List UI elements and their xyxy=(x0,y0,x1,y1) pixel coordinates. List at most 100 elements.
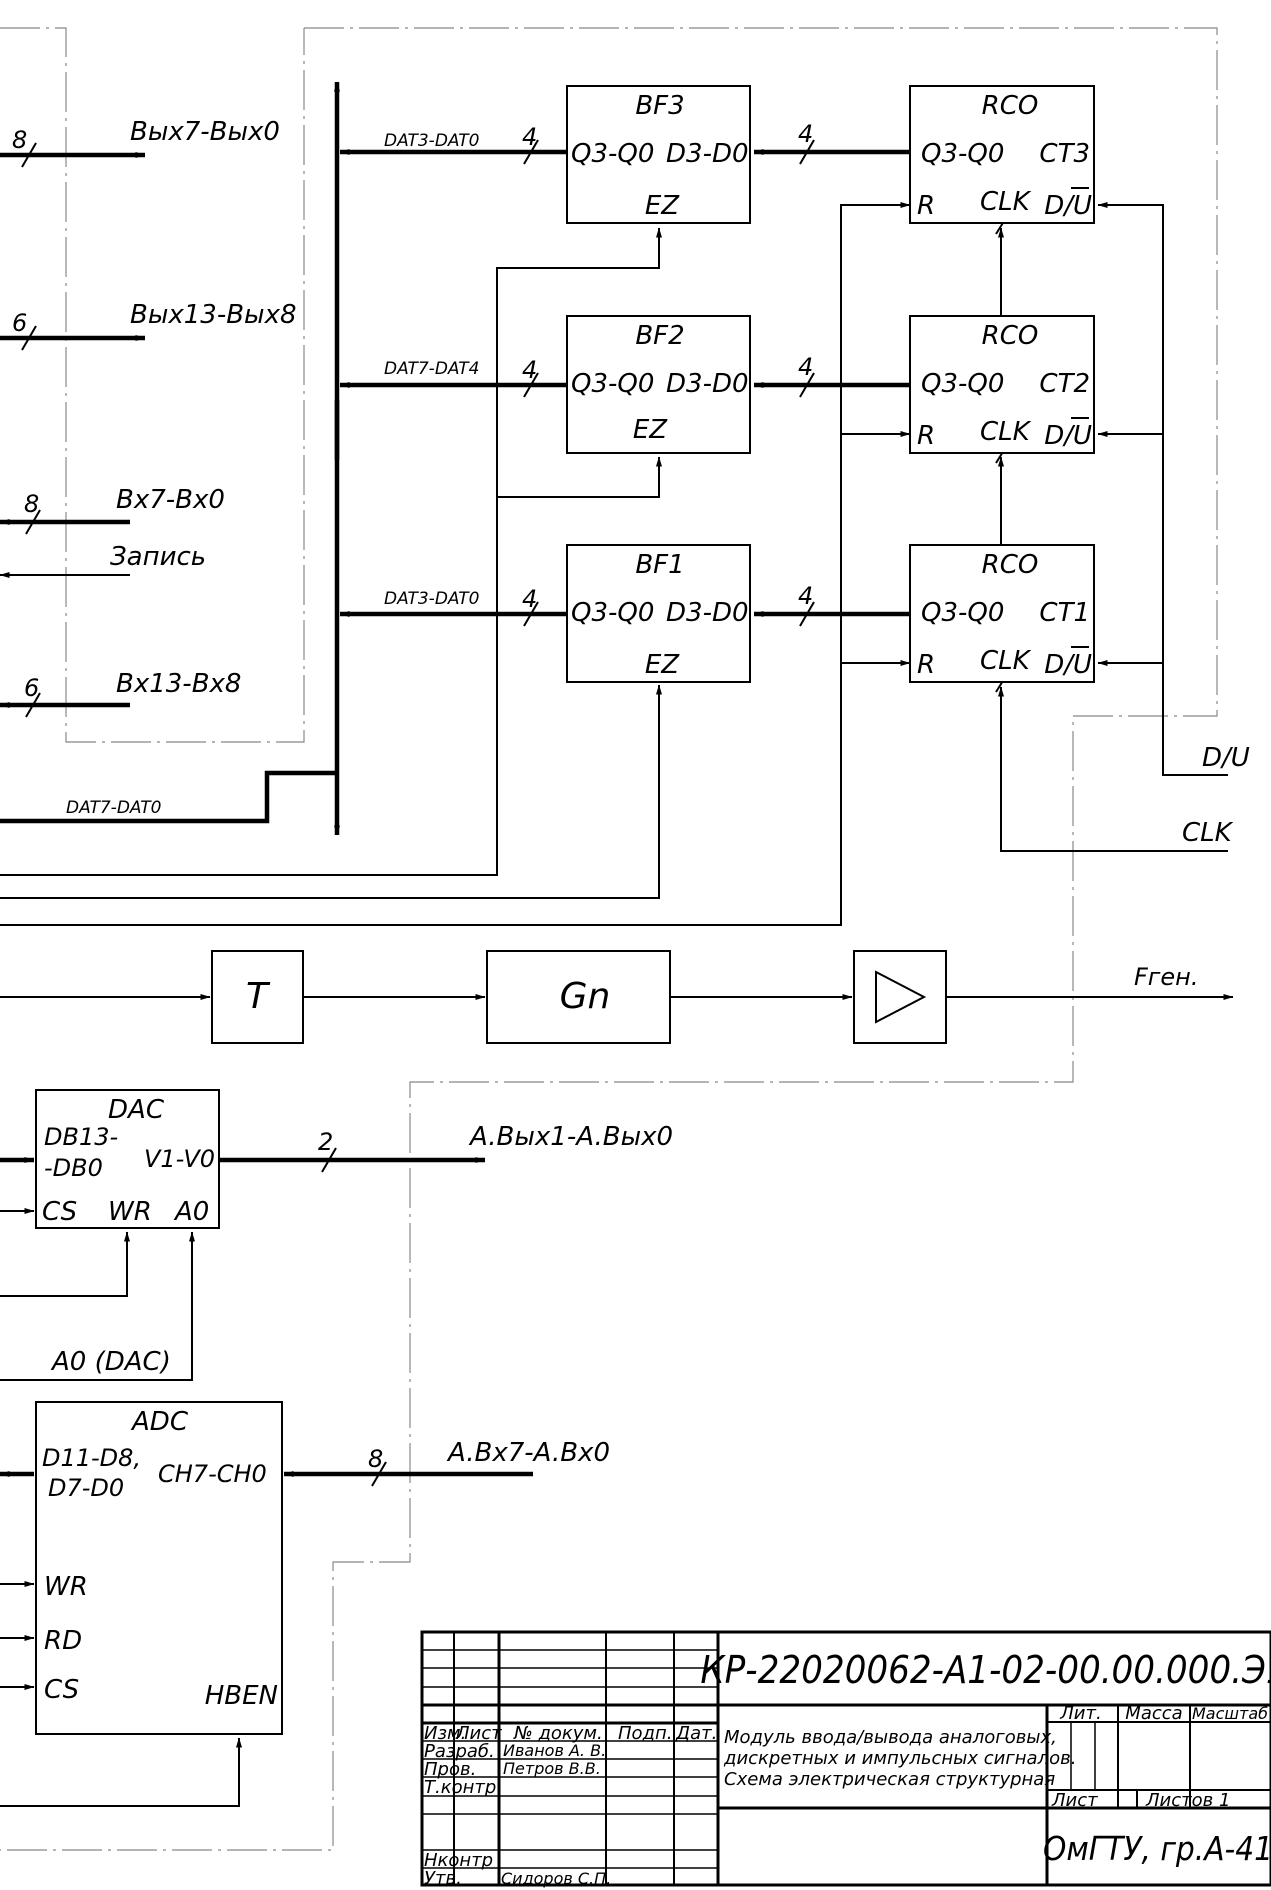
counter-blocks xyxy=(909,85,1095,683)
tb-r-utv-name: Сидоров С.П. xyxy=(501,1869,611,1888)
bus-to-bf1-tick xyxy=(523,601,539,627)
write-label: Запись xyxy=(110,542,206,572)
tb-r-tk: Т.контр xyxy=(424,1777,496,1798)
ct2-block xyxy=(909,315,1095,454)
adc-wr: WR xyxy=(44,1572,88,1602)
out13-label: Вых13-Вых8 xyxy=(130,300,297,330)
title-block-texts: КР-22020062-А1-02-00.00.000.Э1 Изм. Лист… xyxy=(424,1648,1271,1889)
dac-db1: DB13- xyxy=(44,1123,118,1151)
du-input-label: D/U xyxy=(1202,743,1250,773)
bf1-ez: EZ xyxy=(645,650,680,680)
tb-sheets: Листов 1 xyxy=(1145,1790,1230,1811)
dac-a0-label: A0 (DAC) xyxy=(50,1347,171,1377)
adc-block xyxy=(35,1401,283,1735)
tb-desc1: Модуль ввода/вывода аналоговых, xyxy=(724,1727,1057,1748)
ct1-q: Q3-Q0 xyxy=(921,598,1004,628)
adc-texts: ADC D11-D8, D7-D0 CH7-CH0 WR RD CS HBEN … xyxy=(42,1407,610,1711)
adc-title: ADC xyxy=(130,1407,189,1437)
ct1-tick xyxy=(799,601,815,627)
in7-label: Вх7-Вх0 xyxy=(116,485,225,515)
tb-h-date: Дат. xyxy=(675,1723,717,1744)
ct3-title: RCO xyxy=(982,91,1039,121)
dac-a0: A0 xyxy=(173,1197,209,1227)
ez-control-lines xyxy=(0,227,662,899)
counter-bus-labels: 4 4 4 xyxy=(798,120,813,610)
dac-wr: WR xyxy=(108,1197,152,1227)
ct3-r: R xyxy=(917,191,935,221)
ct1-block xyxy=(909,544,1095,683)
main-bus xyxy=(0,81,567,836)
tb-r-utv: Утв. xyxy=(424,1868,462,1889)
bf2-d: D3-D0 xyxy=(666,369,749,399)
out7-width: 8 xyxy=(12,126,27,154)
bf2-block xyxy=(566,315,751,454)
in13-tick xyxy=(25,692,41,718)
bf3-title: BF3 xyxy=(635,91,684,121)
right-input-labels: D/U CLK xyxy=(1182,743,1250,848)
bf3-q: Q3-Q0 xyxy=(571,139,654,169)
adc-in-width: 8 xyxy=(368,1445,383,1473)
ct2-ct: CT2 xyxy=(1039,369,1090,399)
ct2-tick xyxy=(799,372,815,398)
counter-texts: RCO Q3-Q0 CT3 R CLK D/U RCO Q3-Q0 CT2 R … xyxy=(917,91,1092,680)
tb-scale: Масштаб xyxy=(1192,1704,1268,1723)
ct3-block xyxy=(909,85,1095,224)
region-right-panel xyxy=(0,27,1218,1851)
dac-graphics xyxy=(0,1089,486,1381)
tb-r-dev-name: Иванов А. В. xyxy=(503,1741,606,1760)
adc-hben: HBEN xyxy=(205,1681,278,1711)
bf1-q: Q3-Q0 xyxy=(571,598,654,628)
main-bus-feed xyxy=(0,770,337,824)
adc-in-label: A.Вх7-A.Вх0 xyxy=(446,1438,610,1468)
bus-bf3-width: 4 xyxy=(522,123,537,151)
gen-out-label: Fген. xyxy=(1134,963,1199,991)
in13-label: Вх13-Вх8 xyxy=(116,669,241,699)
gn-block xyxy=(486,950,671,1044)
tb-r-nk: Нконтр xyxy=(424,1850,493,1871)
bf3-block xyxy=(566,85,751,224)
bus-bf1-label: DAT3-DAT0 xyxy=(384,589,480,609)
bus-main-label: DAT7-DAT0 xyxy=(66,798,162,818)
bus-bf2-width: 4 xyxy=(522,356,537,384)
dac-wr-line xyxy=(0,1231,130,1297)
out13-tick xyxy=(21,325,37,351)
tb-h-list: Лист xyxy=(455,1723,502,1744)
tb-org: ОмГТУ, гр.А-41 xyxy=(1043,1829,1271,1868)
dac-out-label: A.Вых1-A.Вых0 xyxy=(468,1122,673,1152)
left-io-labels: 8 Вых7-Вых0 6 Вых13-Вых8 8 Вх7-Вх0 Запис… xyxy=(12,117,297,702)
du-line xyxy=(1097,202,1228,776)
bf3-d: D3-D0 xyxy=(666,139,749,169)
dac-v: V1-V0 xyxy=(144,1145,215,1173)
dac-out-width: 2 xyxy=(318,1128,333,1156)
ct2-q: Q3-Q0 xyxy=(921,369,1004,399)
t-label: T xyxy=(246,976,271,1017)
dac-db2: -DB0 xyxy=(44,1154,103,1182)
generator-texts: T Gn Fген. xyxy=(246,963,1199,1017)
bus-labels: 4 DAT3-DAT0 4 DAT7-DAT4 4 DAT3-DAT0 DAT7… xyxy=(66,123,537,818)
clk-input-label: CLK xyxy=(1182,818,1234,848)
reset-main xyxy=(0,202,911,926)
ct2-clk: CLK xyxy=(980,417,1032,447)
ct1-width: 4 xyxy=(798,582,813,610)
tb-lit: Лит. xyxy=(1059,1703,1101,1724)
dac-title: DAC xyxy=(108,1095,165,1125)
ct2-width: 4 xyxy=(798,353,813,381)
out7-tick xyxy=(21,142,37,168)
tb-h-doc: № докум. xyxy=(513,1723,603,1744)
tb-desc2: дискретных и импульсных сигналов. xyxy=(723,1748,1076,1769)
bf2-q: Q3-Q0 xyxy=(571,369,654,399)
adc-hben-line xyxy=(0,1737,242,1807)
amp-triangle-icon xyxy=(875,970,927,1024)
tb-r-chk-name: Петров В.В. xyxy=(503,1759,601,1778)
out13-width: 6 xyxy=(12,309,27,337)
adc-rd: RD xyxy=(44,1626,82,1656)
tb-mass: Масса xyxy=(1125,1703,1182,1724)
tb-h-izm: Изм. xyxy=(424,1723,466,1744)
adc-ch: CH7-CH0 xyxy=(158,1460,267,1488)
tb-sheet: Лист xyxy=(1051,1790,1098,1811)
ct1-r: R xyxy=(917,650,935,680)
in13-width: 6 xyxy=(24,674,39,702)
gn-label: Gn xyxy=(560,976,611,1017)
bus-to-bf3-tick xyxy=(523,139,539,165)
